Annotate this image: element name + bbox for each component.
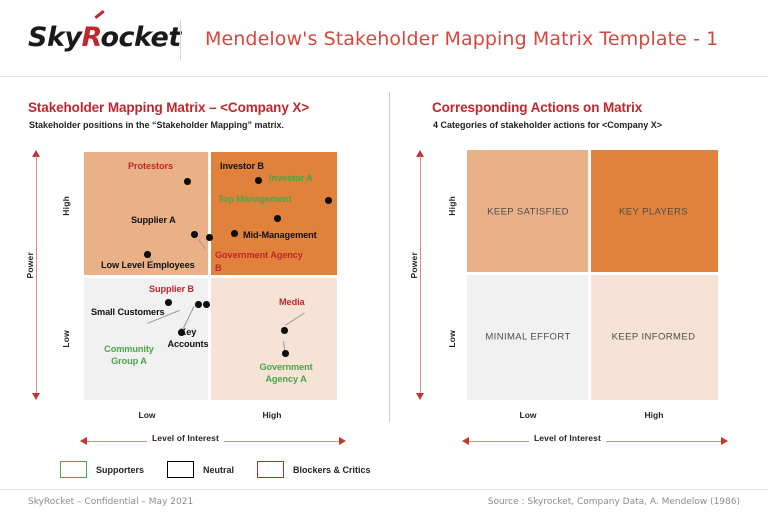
matrix-quadrant-bottom-left[interactable]: [84, 277, 210, 400]
actions-quadrant-minimal-effort[interactable]: MINIMAL EFFORT: [467, 273, 589, 400]
legend-swatch-blockers-icon: [257, 461, 285, 478]
actions-label-minimal-effort: MINIMAL EFFORT: [485, 331, 571, 342]
axis-arrow-left-icon: [80, 436, 87, 445]
stakeholder-dot-lowlevelemployees[interactable]: [144, 251, 151, 258]
matrix-horizontal-gap: [84, 275, 337, 278]
footer-source: Source : Skyrocket, Company Data, A. Men…: [487, 497, 740, 507]
stakeholder-label-midmanagement: Mid-Management: [243, 230, 317, 240]
left-interest-axis-label: Level of Interest: [147, 433, 224, 443]
stakeholder-dot-media[interactable]: [281, 327, 288, 334]
logo-text-ocket: ocket: [100, 22, 181, 53]
stakeholder-label-keyaccounts: Key Accounts: [167, 327, 209, 349]
axis-line: [36, 156, 38, 394]
left-interest-tick-high: High: [262, 410, 282, 420]
actions-matrix-vertical-gap: [588, 150, 591, 400]
footer-rule: [0, 489, 768, 490]
axis-line: [420, 156, 422, 394]
legend-swatch-supporters-icon: [60, 461, 87, 478]
stakeholder-label-communitygroupa: Community Group A: [104, 344, 154, 366]
stakeholder-dot-midmanagement[interactable]: [231, 230, 238, 237]
stakeholder-dot-smallcustomers[interactable]: [165, 299, 172, 306]
stakeholder-dot-supplierb-2[interactable]: [203, 301, 210, 308]
stakeholder-dot-protestors[interactable]: [184, 178, 191, 185]
actions-quadrant-key-players[interactable]: KEY PLAYERS: [589, 150, 718, 273]
left-power-tick-high: High: [61, 196, 71, 216]
right-interest-tick-low: Low: [519, 410, 537, 420]
stakeholder-label-smallcustomers: Small Customers: [91, 307, 165, 317]
matrix-quadrant-top-right[interactable]: [210, 152, 337, 277]
right-power-axis-label: Power: [409, 252, 419, 279]
left-panel-subtitle: Stakeholder positions in the “Stakeholde…: [29, 120, 285, 130]
stakeholder-matrix: [84, 152, 337, 400]
logo-accent-icon: [93, 9, 105, 20]
actions-matrix-horizontal-gap: [467, 272, 718, 275]
right-power-axis: [414, 150, 428, 400]
legend: Supporters Neutral Blockers & Critics: [60, 461, 371, 478]
stakeholder-label-topmanagement: Top Management: [218, 194, 292, 204]
logo-text-r: R: [82, 9, 105, 53]
legend-item-neutral[interactable]: Neutral: [167, 461, 234, 478]
actions-label-key-players: KEY PLAYERS: [619, 206, 688, 217]
stakeholder-dot-topmanagement[interactable]: [274, 215, 281, 222]
actions-label-keep-satisfied: KEEP SATISFIED: [487, 206, 569, 217]
header-divider: [180, 20, 181, 60]
logo-text-sky: Sky: [28, 22, 82, 53]
axis-arrow-up-icon: [416, 150, 425, 157]
stakeholder-dot-investora[interactable]: [325, 197, 332, 204]
axis-arrow-right-icon: [339, 436, 346, 445]
stakeholder-dot-supplierb-1[interactable]: [195, 301, 202, 308]
axis-arrow-down-icon: [32, 393, 41, 400]
legend-item-blockers[interactable]: Blockers & Critics: [257, 461, 371, 478]
left-interest-axis: Level of Interest: [80, 433, 346, 447]
stakeholder-label-govagencyb: Government Agency B: [215, 250, 303, 273]
legend-label-neutral: Neutral: [203, 464, 235, 475]
right-power-tick-low: Low: [447, 330, 457, 348]
stakeholder-label-investora: Investor A: [269, 173, 313, 183]
stakeholder-dot-investorb[interactable]: [255, 177, 262, 184]
axis-arrow-right-icon: [721, 436, 728, 445]
right-power-tick-high: High: [447, 196, 457, 216]
page-title: Mendelow's Stakeholder Mapping Matrix Te…: [205, 28, 719, 50]
stakeholder-dot-suppliera[interactable]: [191, 231, 198, 238]
footer-confidential: SkyRocket – Confidential – May 2021: [28, 497, 194, 507]
header-rule: [0, 76, 768, 77]
left-panel-title: Stakeholder Mapping Matrix – <Company X>: [28, 100, 310, 115]
right-panel-title: Corresponding Actions on Matrix: [432, 100, 643, 115]
stakeholder-label-govagencya: Government Agency A: [259, 362, 313, 384]
left-power-axis-label: Power: [25, 252, 35, 279]
actions-label-keep-informed: KEEP INFORMED: [611, 331, 696, 342]
legend-swatch-neutral-icon: [167, 461, 195, 478]
stakeholder-label-supplierb: Supplier B: [149, 284, 194, 294]
stakeholder-dot-communitygroupa[interactable]: [178, 329, 185, 336]
left-interest-tick-low: Low: [138, 410, 156, 420]
legend-item-supporters[interactable]: Supporters: [60, 461, 144, 478]
left-power-tick-low: Low: [61, 330, 71, 348]
stakeholder-dot-govagencya[interactable]: [282, 350, 289, 357]
actions-quadrant-keep-informed[interactable]: KEEP INFORMED: [589, 273, 718, 400]
legend-label-blockers: Blockers & Critics: [293, 464, 371, 475]
right-interest-tick-high: High: [644, 410, 664, 420]
actions-quadrant-keep-satisfied[interactable]: KEEP SATISFIED: [467, 150, 589, 273]
actions-matrix: KEEP SATISFIED KEY PLAYERS MINIMAL EFFOR…: [467, 150, 718, 400]
stakeholder-label-suppliera: Supplier A: [131, 215, 176, 225]
stakeholder-label-investorb: Investor B: [220, 161, 264, 171]
stakeholder-label-protestors: Protestors: [128, 161, 173, 171]
stakeholder-label-lowlevelemployees: Low Level Employees: [101, 260, 195, 270]
right-panel-subtitle: 4 Categories of stakeholder actions for …: [433, 120, 663, 130]
right-interest-axis: Level of Interest: [462, 433, 728, 447]
axis-arrow-down-icon: [416, 393, 425, 400]
right-interest-axis-label: Level of Interest: [529, 433, 606, 443]
stakeholder-label-media: Media: [279, 297, 305, 307]
panel-divider: [389, 92, 390, 422]
matrix-quadrant-bottom-right[interactable]: [210, 277, 337, 400]
legend-label-supporters: Supporters: [96, 464, 145, 475]
left-power-axis: [30, 150, 44, 400]
axis-arrow-up-icon: [32, 150, 41, 157]
axis-arrow-left-icon: [462, 436, 469, 445]
stakeholder-dot-edge[interactable]: [206, 234, 213, 241]
